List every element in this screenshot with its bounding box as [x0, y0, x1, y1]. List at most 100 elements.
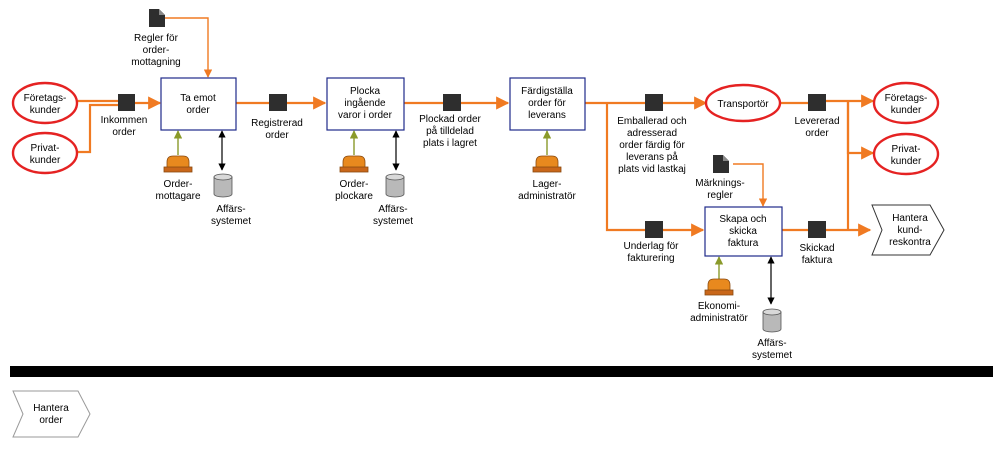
- lbl: regler: [707, 190, 733, 201]
- lbl: skicka: [729, 226, 757, 237]
- doc-markningsregler-icon: [713, 155, 729, 173]
- lbl: Ekonomi-: [698, 301, 740, 312]
- lbl: reskontra: [889, 237, 931, 248]
- lbl: Affärs-: [216, 204, 245, 215]
- flow-lines: [78, 17, 875, 237]
- system-affarssystemet-2-icon: [385, 173, 405, 198]
- lbl: Levererad: [794, 116, 839, 127]
- obj-underlag: [645, 221, 663, 238]
- obj-skickad-faktura: [808, 221, 826, 238]
- obj-plockad-order: [443, 94, 461, 111]
- lbl: systemet: [373, 216, 413, 227]
- lbl: order: [186, 105, 210, 116]
- lbl: Transportör: [717, 99, 769, 110]
- actor-ekonomiadministrator-icon: [704, 278, 734, 296]
- lbl: Order-: [164, 179, 193, 190]
- lbl: Färdigställa: [521, 86, 573, 97]
- lbl: order: [265, 130, 289, 141]
- lbl: administratör: [518, 191, 576, 202]
- lbl: order: [112, 127, 136, 138]
- lbl: Skapa och: [719, 214, 766, 225]
- lbl: Registrerad: [251, 118, 303, 129]
- ext-foretagskunder-left: Företags- kunder: [11, 81, 79, 125]
- chevron-hantera-order: Hantera order: [12, 390, 91, 438]
- actor-lageradministrator-icon: [532, 155, 562, 173]
- lbl: Order-: [340, 179, 369, 190]
- lbl: administratör: [690, 313, 748, 324]
- lbl: adresserad: [627, 128, 677, 139]
- lbl: Emballerad och: [617, 116, 686, 127]
- control-lines: [173, 130, 724, 279]
- lbl: order färdig för: [619, 140, 685, 151]
- lbl: Affärs-: [757, 338, 786, 349]
- actor-ordermottagare-icon: [163, 155, 193, 173]
- lbl: Ta emot: [180, 93, 216, 104]
- chevron-hantera-kundreskontra: Hantera kund- reskontra: [871, 204, 945, 256]
- lbl: plats vid lastkaj: [618, 164, 686, 175]
- obj-emballerad: [645, 94, 663, 111]
- flow-privatkunder-to-inkommen: [78, 103, 118, 154]
- flow-regler-to-ta-emot: [160, 17, 213, 78]
- lbl: Plockad order: [419, 114, 481, 125]
- lbl: ingående: [344, 97, 386, 109]
- lbl: mottagning: [131, 57, 180, 68]
- lbl: kunder: [891, 105, 922, 116]
- lbl: Regler för: [134, 33, 179, 44]
- lbl: Underlag för: [623, 241, 679, 252]
- lbl: kund-: [897, 225, 922, 236]
- actor-orderplockare-icon: [339, 155, 369, 173]
- lbl: order för: [528, 98, 566, 109]
- actors: Order- mottagare Order- plockare Lager- …: [155, 155, 749, 324]
- lbl: kunder: [891, 156, 922, 167]
- systems: Affärs- systemet Affärs- systemet Affärs…: [211, 173, 792, 361]
- system-affarssystemet-1-icon: [213, 173, 233, 198]
- flow-markningsregler-to-skapa: [733, 163, 768, 207]
- lbl: order: [805, 128, 829, 139]
- lbl: Privat-: [31, 143, 60, 154]
- processes: Ta emot order Plocka ingående varor i or…: [160, 77, 783, 257]
- lbl: Företags-: [885, 93, 928, 104]
- lbl: systemet: [752, 350, 792, 361]
- system-links: [218, 130, 775, 305]
- lbl: order: [39, 415, 63, 426]
- ext-foretagskunder-right: Företags- kunder: [872, 81, 940, 125]
- flow-levererad-to-privatkunder: [846, 101, 875, 160]
- flow-fardigstalla-to-underlag: [605, 103, 645, 232]
- lbl: kunder: [30, 105, 61, 116]
- lbl: order-: [143, 45, 170, 56]
- lbl: leverans på: [626, 151, 678, 163]
- lbl: Märknings-: [695, 178, 744, 189]
- lbl: fakturering: [627, 253, 674, 264]
- obj-levererad-order: [808, 94, 826, 111]
- obj-registrerad-order: [269, 94, 287, 111]
- lbl: mottagare: [155, 191, 200, 202]
- process-skapa-skicka-faktura: Skapa och skicka faktura: [704, 206, 783, 257]
- lbl: på tilldelad: [426, 125, 474, 137]
- objects: Inkommen order Registrerad order Plockad…: [101, 94, 840, 266]
- lbl: varor i order: [338, 110, 393, 121]
- doc-regler-icon: [149, 9, 165, 27]
- process-plocka: Plocka ingående varor i order: [326, 77, 405, 131]
- lbl: plats i lagret: [423, 138, 477, 149]
- lbl: Skickad: [799, 243, 834, 254]
- ext-privatkunder-right: Privat- kunder: [872, 132, 940, 176]
- ext-privatkunder-left: Privat- kunder: [11, 131, 79, 175]
- external-entities: Företags- kunder Privat- kunder Transpor…: [11, 81, 940, 176]
- lbl: Plocka: [350, 86, 380, 97]
- process-fardigstalla: Färdigställa order för leverans: [509, 77, 586, 131]
- lbl: Privat-: [892, 144, 921, 155]
- lbl: Hantera: [892, 213, 928, 224]
- ext-transportor: Transportör: [704, 83, 782, 123]
- system-affarssystemet-3-icon: [762, 308, 782, 333]
- lbl: Hantera: [33, 403, 69, 414]
- lbl: faktura: [728, 238, 759, 249]
- separator-bar: [10, 366, 993, 377]
- process-ta-emot-order: Ta emot order: [160, 77, 237, 131]
- lbl: systemet: [211, 216, 251, 227]
- lbl: plockare: [335, 191, 373, 202]
- lbl: Lager-: [533, 179, 562, 190]
- lbl: Företags-: [24, 93, 67, 104]
- lbl: Inkommen: [101, 115, 148, 126]
- lbl: leverans: [528, 110, 566, 121]
